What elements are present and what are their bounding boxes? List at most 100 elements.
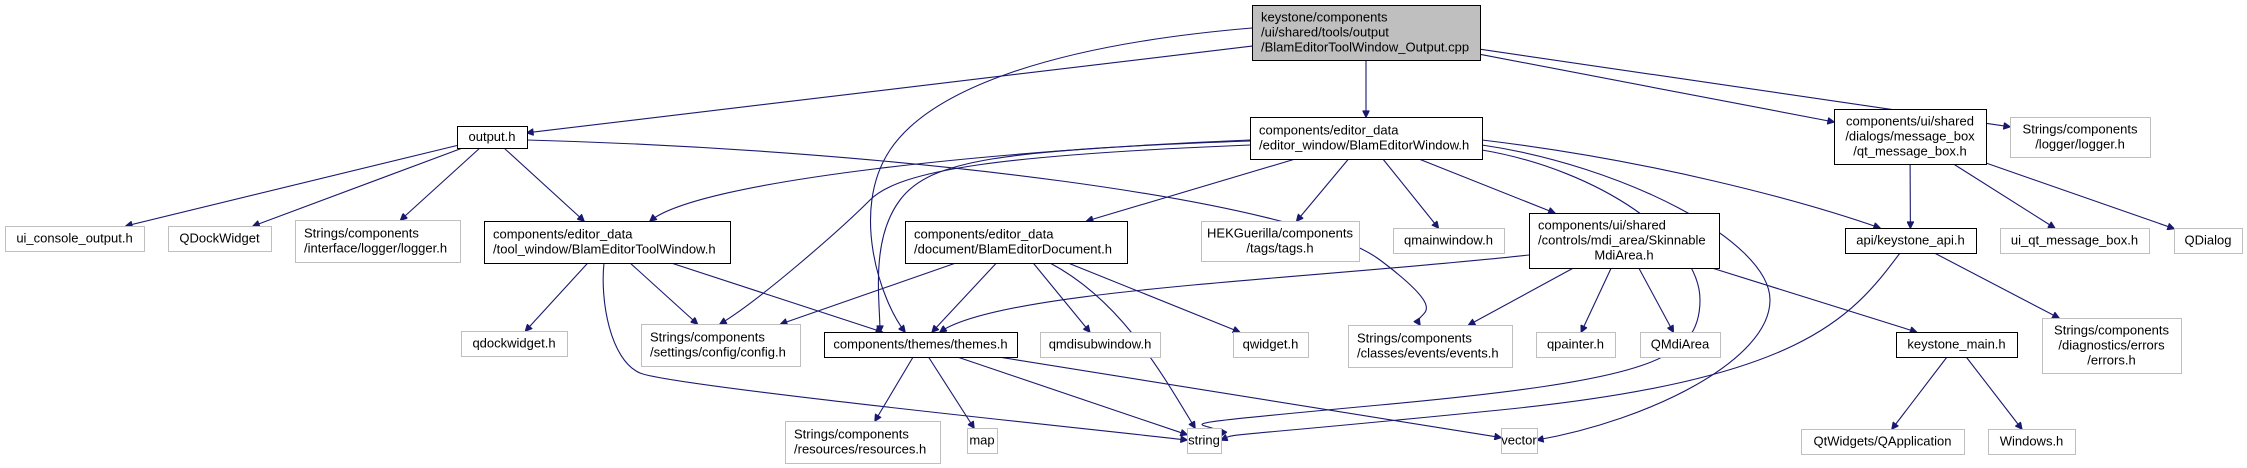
node-keystone-main[interactable]: keystone_main.h: [1896, 332, 2018, 358]
edge-themes_h-to-resources_h: [875, 356, 914, 421]
node-blam-editor-document[interactable]: components/editor_data/document/BlamEdit…: [905, 221, 1128, 264]
node-label-line: /diagnostics/errors: [2058, 338, 2165, 353]
node-label-line: vector: [1501, 433, 1537, 448]
node-box: [1252, 5, 1481, 61]
node-qdockwidget-h: qdockwidget.h: [461, 331, 568, 357]
edge-blam_editor_window-to-tool_window: [650, 139, 1251, 221]
node-skinnable-mdi[interactable]: components/ui/shared/controls/mdi_area/S…: [1529, 213, 1720, 269]
node-label-line: ui_qt_message_box.h: [2011, 233, 2138, 248]
node-box: [168, 226, 272, 252]
edge-skinnable_mdi-to-events_h: [1469, 267, 1574, 325]
node-label-line: components/editor_data: [914, 227, 1054, 242]
node-tags-h: HEKGuerilla/components/tags/tags.h: [1201, 221, 1360, 262]
node-box: [2174, 228, 2243, 254]
edge-qt_message_box-to-qdialog: [1985, 162, 2174, 229]
node-box: [824, 332, 1018, 358]
edge-tool_window-to-themes_h: [671, 262, 882, 332]
node-box: [1040, 332, 1161, 358]
edge-root-to-qt_message_box: [1479, 53, 1834, 122]
edge-output_h-to-tool_window: [503, 147, 584, 221]
node-box: [1250, 117, 1483, 160]
node-qapplication: QtWidgets/QApplication: [1801, 429, 1965, 455]
edge-tool_window-to-qdockwidget_h: [526, 262, 589, 331]
edge-skinnable_mdi-to-keystone_main: [1711, 267, 1917, 332]
node-label-line: keystone/components: [1261, 10, 1388, 25]
edge-root-to-output_h: [527, 45, 1253, 133]
node-box: [484, 221, 731, 264]
edge-tool_window-to-config_h: [629, 262, 697, 324]
node-label-line: qpainter.h: [1547, 337, 1604, 352]
node-qmainwindow: qmainwindow.h: [1393, 228, 1505, 254]
node-box: [1536, 332, 1616, 358]
node-label-line: keystone_main.h: [1907, 337, 2005, 352]
node-vector: vector: [1501, 428, 1538, 454]
node-keystone-api[interactable]: api/keystone_api.h: [1845, 228, 1977, 254]
node-blam-editor-window[interactable]: components/editor_data/editor_window/Bla…: [1250, 117, 1483, 160]
edge-blam_editor_document-to-themes_h: [932, 262, 997, 332]
node-qmdisubwindow: qmdisubwindow.h: [1040, 332, 1161, 358]
node-label-line: qdockwidget.h: [472, 336, 555, 351]
edge-blam_editor_window-to-qmainwindow: [1382, 158, 1439, 228]
edges-layer: [126, 27, 2174, 440]
node-box: [1201, 221, 1360, 262]
edge-blam_editor_window-to-blam_editor_document: [1087, 158, 1296, 221]
node-label-line: /editor_window/BlamEditorWindow.h: [1259, 138, 1469, 153]
node-label-line: components/editor_data: [493, 227, 633, 242]
node-box: [1834, 109, 1987, 165]
node-label-line: QDockWidget: [179, 231, 260, 246]
node-label-line: /settings/config/config.h: [650, 345, 786, 360]
node-qdialog: QDialog: [2174, 228, 2243, 254]
node-box: [1801, 429, 1965, 455]
edge-blam_editor_document-to-config_h: [781, 262, 956, 324]
node-tool-window[interactable]: components/editor_data/tool_window/BlamE…: [484, 221, 731, 264]
node-windows-h: Windows.h: [1988, 429, 2076, 455]
node-box: [5, 226, 145, 252]
node-box: [1640, 332, 1721, 358]
node-label-line: api/keystone_api.h: [1856, 233, 1964, 248]
node-box: [1393, 228, 1505, 254]
node-label-line: Strings/components: [650, 330, 765, 345]
node-label-line: map: [969, 433, 994, 448]
node-qt-message-box[interactable]: components/ui/shared/dialogs/message_box…: [1834, 109, 1987, 165]
node-label-line: string: [1188, 433, 1220, 448]
edge-themes_h-to-vector: [998, 356, 1501, 438]
node-box: [1988, 429, 2076, 455]
node-label-line: output.h: [469, 129, 516, 144]
node-label-line: Strings/components: [2054, 323, 2169, 338]
node-label-line: /interface/logger/logger.h: [304, 241, 447, 256]
node-root[interactable]: keystone/components/ui/shared/tools/outp…: [1252, 5, 1481, 61]
node-box: [461, 331, 568, 357]
node-label-line: QMdiArea: [1651, 337, 1710, 352]
node-box: [1529, 213, 1720, 269]
edge-blam_editor_window-to-keystone_api: [1481, 139, 1880, 228]
node-label-line: /tags/tags.h: [1246, 241, 1313, 256]
node-label-line: Strings/components: [2023, 122, 2138, 137]
node-box: [905, 221, 1128, 264]
edge-output_h-to-interface_logger: [401, 147, 481, 220]
node-label-line: qwidget.h: [1243, 337, 1299, 352]
edge-output_h-to-qdockwidget_cls: [253, 147, 463, 226]
edge-blam_editor_window-to-tags_h: [1297, 158, 1349, 221]
nodes-layer: keystone/components/ui/shared/tools/outp…: [5, 5, 2243, 464]
node-themes-h[interactable]: components/themes/themes.h: [824, 332, 1018, 358]
node-label-line: /tool_window/BlamEditorToolWindow.h: [493, 242, 716, 257]
node-label-line: components/themes/themes.h: [833, 337, 1007, 352]
node-logger-h: Strings/components/logger/logger.h: [2010, 117, 2151, 158]
edge-themes_h-to-map: [928, 356, 975, 428]
node-label-line: Strings/components: [304, 226, 419, 241]
node-label-line: /classes/events/events.h: [1357, 346, 1499, 361]
node-qdockwidget-cls: QDockWidget: [168, 226, 272, 252]
node-box: [457, 126, 528, 149]
edge-output_h-to-events_h: [526, 139, 1427, 325]
node-output-h[interactable]: output.h: [457, 126, 528, 149]
node-map: map: [967, 428, 998, 454]
node-label-line: components/ui/shared: [1538, 218, 1666, 233]
node-events-h: Strings/components/classes/events/events…: [1348, 325, 1513, 368]
node-box: [2000, 228, 2150, 254]
node-label-line: Strings/components: [1357, 331, 1472, 346]
node-label-line: qmdisubwindow.h: [1049, 337, 1152, 352]
node-box: [2010, 117, 2151, 158]
node-box: [785, 421, 941, 464]
node-box: [967, 428, 998, 454]
